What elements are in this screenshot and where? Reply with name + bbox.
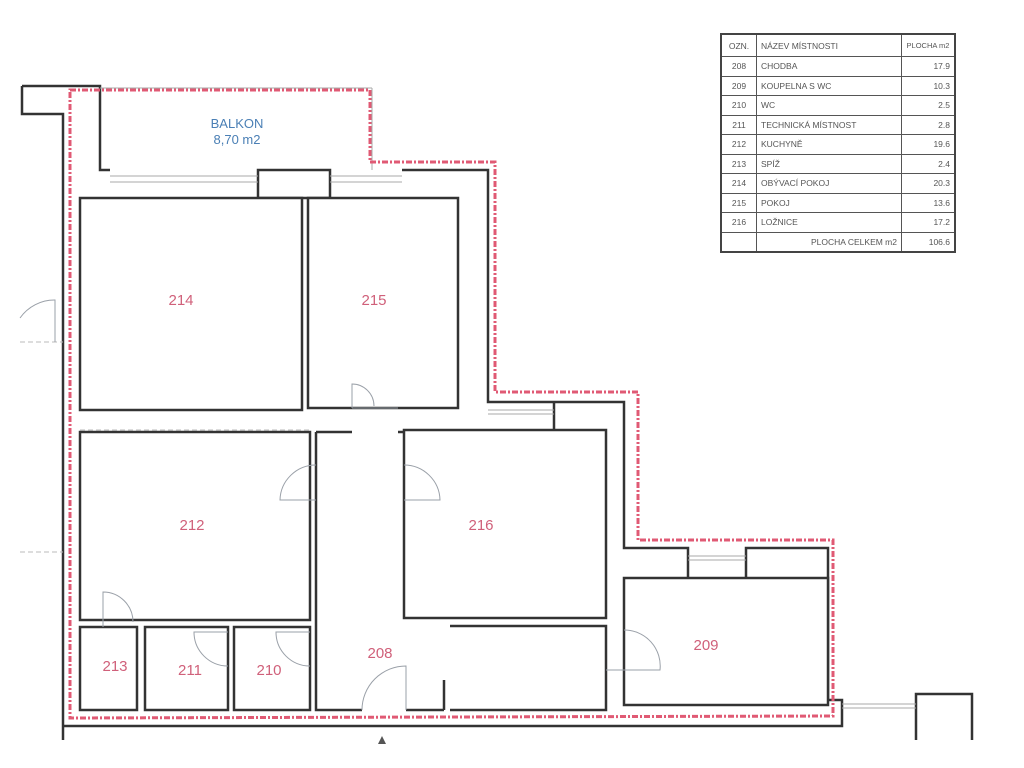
room-id: 211 <box>720 114 757 135</box>
room-210-label: 210 <box>256 662 281 679</box>
room-214-label: 214 <box>168 292 193 309</box>
door-210[interactable] <box>275 631 311 667</box>
room-area: 13.6 <box>901 192 956 213</box>
north-arrow-icon <box>378 736 386 744</box>
room-id: 209 <box>720 75 757 96</box>
room-name: OBÝVACÍ POKOJ <box>756 173 902 194</box>
entrance-door[interactable] <box>361 665 407 711</box>
room-212-outline <box>78 430 312 622</box>
total-label: PLOCHA CELKEM m2 <box>756 231 902 253</box>
door-left[interactable] <box>19 299 56 342</box>
room-area: 2.8 <box>901 114 956 135</box>
room-id: 213 <box>720 153 757 174</box>
room-id: 208 <box>720 56 757 77</box>
room-213-label: 213 <box>102 658 127 675</box>
window-215 <box>330 175 402 183</box>
room-name: SPÍŽ <box>756 153 902 174</box>
header-area: PLOCHA m2 <box>901 33 956 57</box>
door-209[interactable] <box>606 629 661 671</box>
room-area: 20.3 <box>901 173 956 194</box>
room-216-outline <box>402 428 608 620</box>
header-id: OZN. <box>720 33 757 57</box>
window-214 <box>110 175 258 183</box>
room-area: 2.5 <box>901 95 956 116</box>
balcony-name: BALKON <box>211 116 264 131</box>
legend-header: OZN. NÁZEV MÍSTNOSTI PLOCHA m2 <box>720 33 956 57</box>
room-208-label: 208 <box>367 645 392 662</box>
room-id: 212 <box>720 134 757 155</box>
room-area: 19.6 <box>901 134 956 155</box>
room-name: WC <box>756 95 902 116</box>
room-211-label: 211 <box>178 662 202 679</box>
window-216 <box>488 409 554 415</box>
window-209 <box>688 555 746 561</box>
room-name: POKOJ <box>756 192 902 213</box>
room-name: CHODBA <box>756 56 902 77</box>
balcony-rail <box>100 87 373 170</box>
apartment-boundary <box>68 88 835 720</box>
room-210-outline <box>232 625 312 712</box>
room-name: TECHNICKÁ MÍSTNOST <box>756 114 902 135</box>
room-id: 210 <box>720 95 757 116</box>
room-id: 215 <box>720 192 757 213</box>
legend-total-row: PLOCHA CELKEM m2 106.6 <box>720 231 956 253</box>
balcony-area: 8,70 m2 <box>214 132 261 147</box>
room-area: 2.4 <box>901 153 956 174</box>
header-name: NÁZEV MÍSTNOSTI <box>756 33 902 57</box>
room-name: KOUPELNA S WC <box>756 75 902 96</box>
room-id: 214 <box>720 173 757 194</box>
door-215[interactable] <box>351 383 398 409</box>
door-212[interactable] <box>279 464 317 501</box>
room-212-label: 212 <box>179 517 204 534</box>
room-area: 10.3 <box>901 75 956 96</box>
room-209-label: 209 <box>693 637 718 654</box>
door-213[interactable] <box>102 591 134 627</box>
room-215-label: 215 <box>361 292 386 309</box>
room-id: 216 <box>720 212 757 233</box>
door-211[interactable] <box>193 631 229 667</box>
room-area: 17.9 <box>901 56 956 77</box>
door-216[interactable] <box>403 464 441 501</box>
corridor-208-outline <box>314 430 608 712</box>
room-216-label: 216 <box>468 517 493 534</box>
room-area: 17.2 <box>901 212 956 233</box>
room-213-outline <box>78 625 139 712</box>
room-name: KUCHYNĚ <box>756 134 902 155</box>
room-214-outline <box>78 196 304 412</box>
right-pier <box>914 692 974 740</box>
total-value: 106.6 <box>901 231 956 253</box>
window-right <box>842 703 916 709</box>
room-211-outline <box>143 625 230 712</box>
room-name: LOŽNICE <box>756 212 902 233</box>
room-209-outline <box>622 576 830 707</box>
